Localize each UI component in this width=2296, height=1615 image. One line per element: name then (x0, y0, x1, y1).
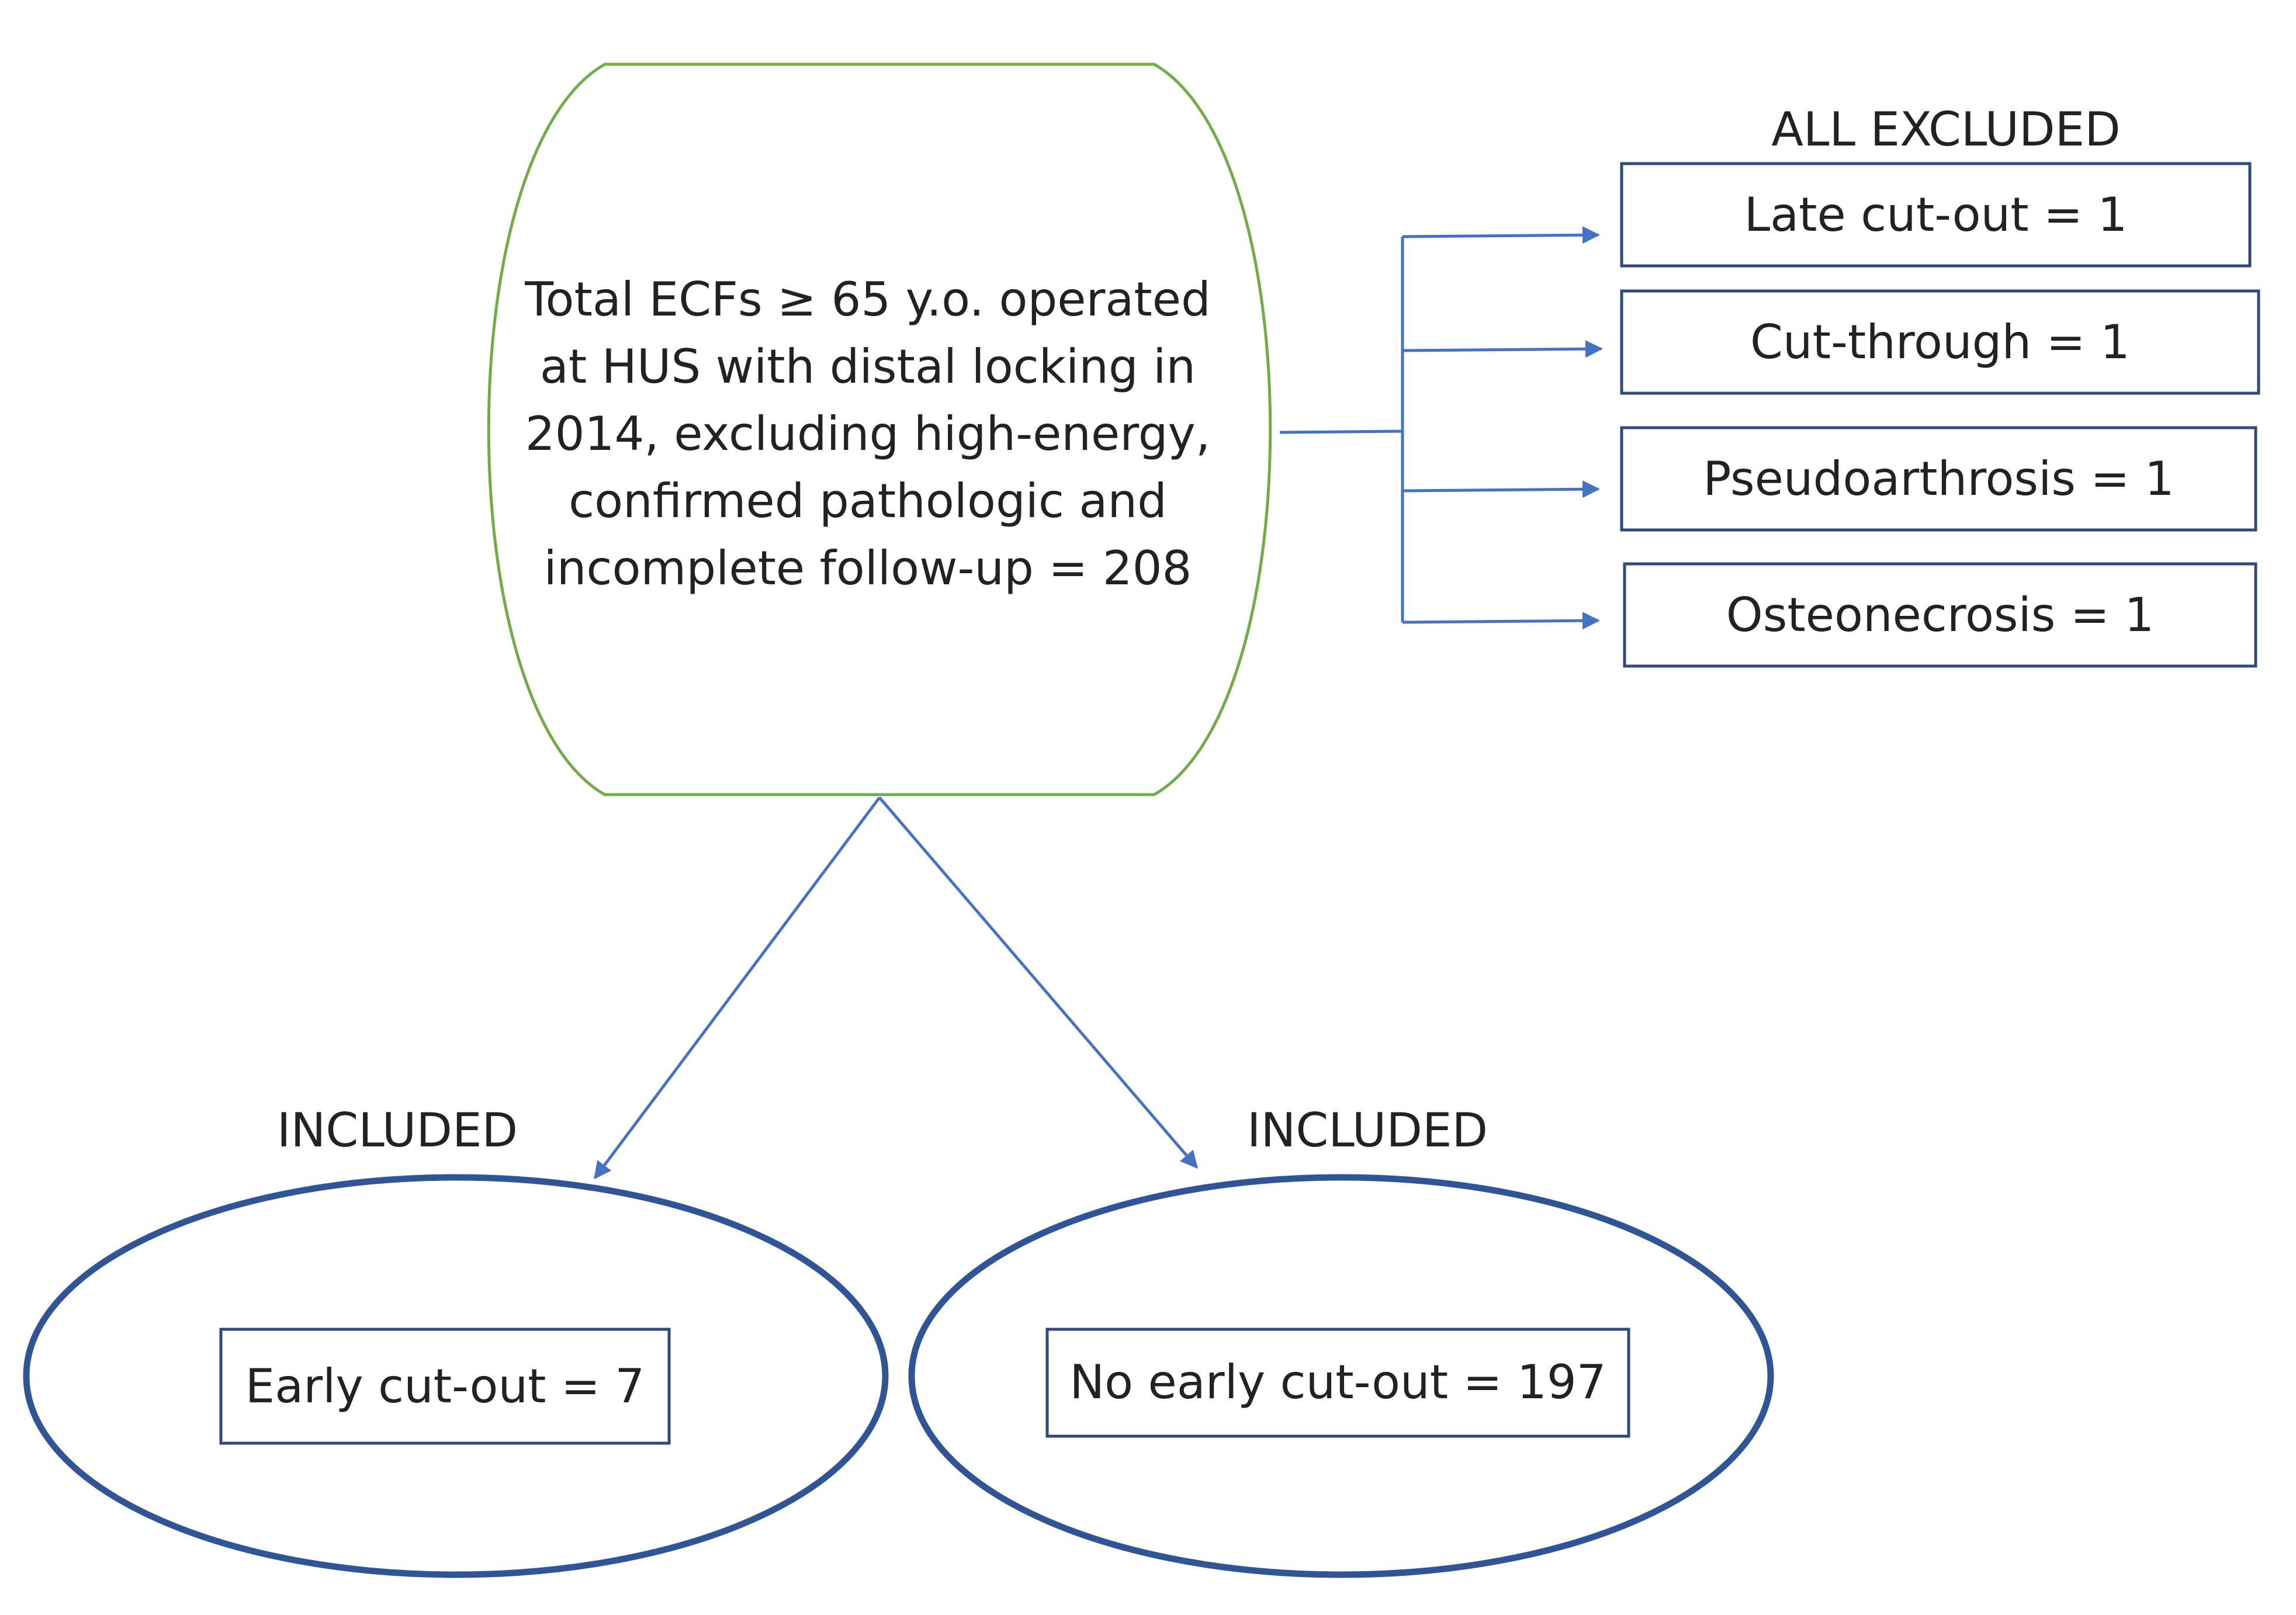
excluded-header: ALL EXCLUDED (1771, 102, 2121, 157)
source-node-shape (487, 63, 1272, 796)
source-line-4: confirmed pathologic and (569, 474, 1167, 528)
excluded-box-pseudoarthrosis (1620, 426, 2257, 532)
arrow-to-early-cut-out (593, 796, 881, 1180)
arrow-to-late-cut-out (1402, 226, 1600, 244)
excluded-box-osteonecrosis (1623, 562, 2257, 668)
included-header-early: INCLUDED (276, 1103, 518, 1157)
included-header-no-early: INCLUDED (1246, 1103, 1488, 1157)
included-box-early (219, 1328, 671, 1445)
source-line-1: Total ECFs ≥ 65 y.o. operated (525, 272, 1211, 327)
included-label-early: Early cut-out = 7 (245, 1359, 645, 1413)
included-label-no-early: No early cut-out = 197 (1069, 1355, 1606, 1409)
arrow-to-no-early-cut-out (878, 796, 1198, 1169)
arrow-to-cut-through (1402, 340, 1603, 358)
excluded-connector (1279, 226, 1603, 630)
excluded-label-cut-through: Cut-through = 1 (1750, 315, 2130, 369)
included-box-no-early (1045, 1328, 1630, 1438)
excluded-box-late-cut-out (1620, 162, 2252, 268)
excluded-label-pseudoarthrosis: Pseudoarthrosis = 1 (1703, 452, 2174, 506)
source-line-2: at HUS with distal locking in (539, 339, 1196, 394)
excluded-boxes (1620, 162, 2260, 668)
source-line-5: incomplete follow-up = 208 (543, 541, 1192, 595)
arrow-to-pseudoarthrosis (1402, 480, 1600, 498)
source-node-text: Total ECFs ≥ 65 y.o. operated at HUS wit… (514, 266, 1221, 602)
source-line-3: 2014, excluding high-energy, (525, 407, 1211, 461)
excluded-label-late-cut-out: Late cut-out = 1 (1744, 188, 2128, 242)
arrow-to-osteonecrosis (1402, 612, 1600, 630)
excluded-label-osteonecrosis: Osteonecrosis = 1 (1726, 588, 2155, 642)
excluded-box-cut-through (1620, 289, 2260, 395)
